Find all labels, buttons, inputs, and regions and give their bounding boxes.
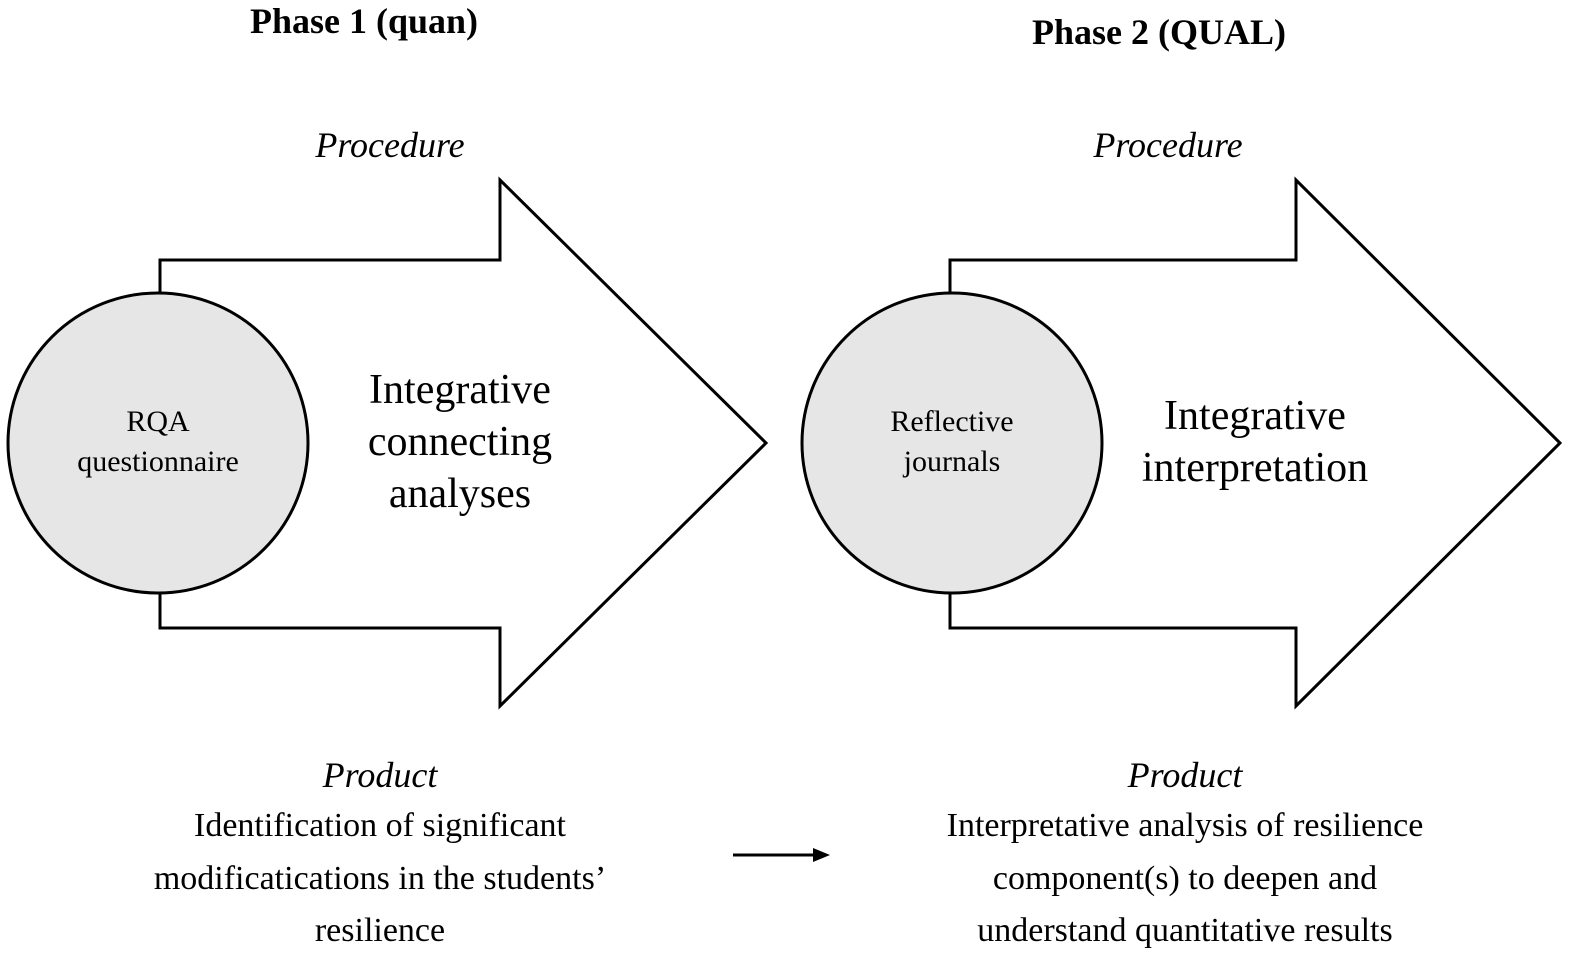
phase1-arrow [158,176,769,710]
phase2-circle [800,291,1104,595]
arrow-line: interpretation [1141,445,1369,492]
phase2-arrow-text: Integrative interpretation [1100,390,1410,494]
product-line: understand quantitative results [977,912,1393,950]
phase1-procedure-label: Procedure [315,125,465,165]
phase1-product-label: Product [322,755,438,795]
circle-line: journals [903,444,1001,478]
phase2-procedure-label: Procedure [1093,125,1243,165]
connector-arrow [733,848,830,862]
phase1-title: Phase 1 (quan) [250,1,479,41]
product-line: component(s) to deepen and [992,859,1378,897]
product-line: modificatications in the students’ [153,859,607,897]
phase1-product-text: Identification of significant modificati… [60,800,700,958]
product-line: Identification of significant [194,807,566,844]
phase1-circle [6,291,310,595]
arrow-line: connecting [367,419,553,466]
phase2-title: Phase 2 (QUAL) [1032,12,1286,52]
product-line: Interpretative analysis of resilience [946,807,1424,844]
phase2-arrow [948,176,1563,710]
arrow-line: analyses [388,471,532,518]
phase2-product-text: Interpretative analysis of resilience co… [855,800,1515,958]
arrow-line: Integrative [1164,393,1346,439]
product-line: resilience [314,912,446,950]
phase2-circle-text: Reflective journals [812,402,1092,482]
circle-line: Reflective [890,405,1014,438]
circle-line: RQA [126,405,190,438]
arrow-line: Integrative [369,367,551,413]
circle-line: questionnaire [77,444,239,478]
phase1-arrow-text: Integrative connecting analyses [310,364,610,520]
phase1-circle-text: RQA questionnaire [18,402,298,482]
phase2-product-label: Product [1127,755,1243,795]
